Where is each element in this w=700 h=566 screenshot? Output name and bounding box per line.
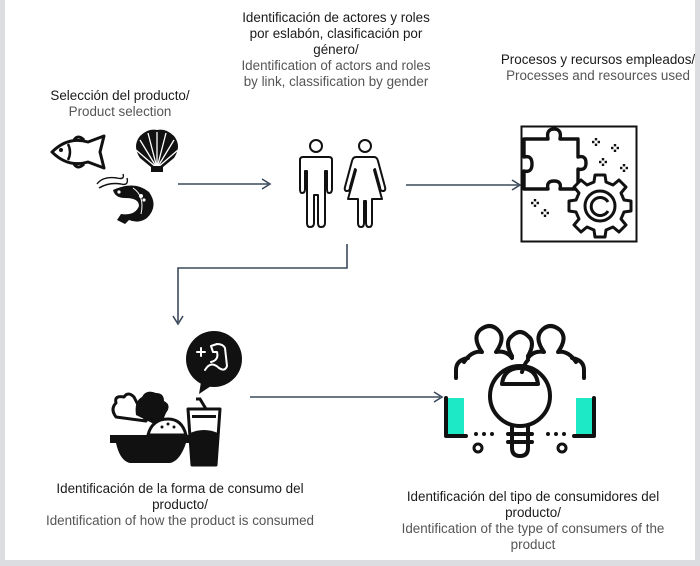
label-es: Identificación del tipo de consumidores …: [406, 489, 660, 520]
puzzle-gear-icon: [520, 125, 638, 243]
label-en: Product selection: [68, 104, 172, 119]
label-en: Processes and resources used: [506, 68, 690, 83]
label-en: Identification of how the product is con…: [46, 513, 314, 528]
shrimp-icon: [96, 173, 154, 224]
label-es: Identificación de actores y roles por es…: [242, 10, 430, 57]
step-processes-resources-label: Procesos y recursos empleados/ Processes…: [498, 52, 698, 84]
diagram-panel: [5, 0, 695, 560]
step-consumer-type-label: Identificación del tipo de consumidores …: [378, 489, 688, 553]
scallop-shell-icon: [135, 129, 179, 172]
label-es: Selección del producto/: [50, 88, 190, 103]
step-consumption-form-label: Identificación de la forma de consumo de…: [30, 481, 330, 529]
fish-icon: [50, 134, 106, 170]
label-en: Identification of actors and roles by li…: [241, 58, 431, 89]
label-es: Identificación de la forma de consumo de…: [56, 481, 304, 512]
food-bowl-drink-icon: [110, 391, 222, 467]
step-product-selection-label: Selección del producto/ Product selectio…: [20, 88, 220, 120]
step-actors-roles-label: Identificación de actores y roles por es…: [236, 10, 436, 90]
man-icon: [299, 139, 333, 228]
woman-icon: [343, 139, 387, 228]
label-es: Procesos y recursos empleados/: [500, 52, 696, 67]
consumer-search-icon: [444, 324, 596, 458]
muscle-bubble-icon: [186, 331, 242, 394]
label-en: Identification of the type of consumers …: [401, 521, 665, 552]
